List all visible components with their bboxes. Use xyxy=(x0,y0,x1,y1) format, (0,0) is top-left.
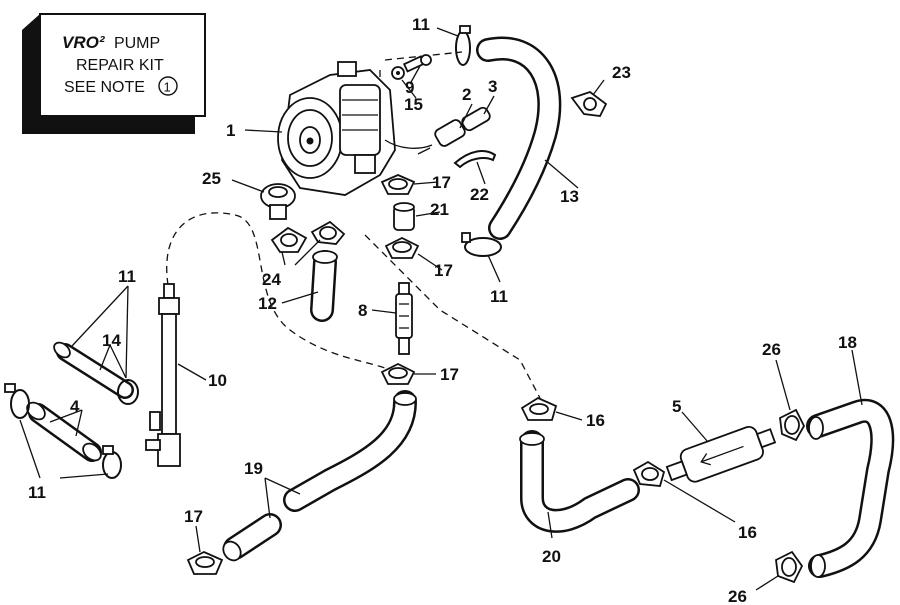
callout-26-upper: 26 xyxy=(762,340,781,359)
callout-19: 19 xyxy=(244,459,263,478)
callout-20: 20 xyxy=(542,547,561,566)
hose-clamp-26-upper xyxy=(779,408,806,442)
hose-clamps-24 xyxy=(270,220,346,253)
callout-labels: 1 2 3 4 5 8 9 10 11 11 11 11 12 13 14 15… xyxy=(28,15,857,605)
tube-21 xyxy=(393,202,415,231)
tubes-4 xyxy=(26,401,102,462)
callout-18: 18 xyxy=(838,333,857,352)
note-line3: SEE NOTE xyxy=(64,79,145,96)
hose-clamp-17-d xyxy=(186,551,224,575)
screw xyxy=(402,54,432,73)
fuel-filter-5 xyxy=(665,426,777,483)
hose-20 xyxy=(519,430,640,533)
callout-4: 4 xyxy=(70,397,80,416)
callout-2: 2 xyxy=(462,85,471,104)
hose-clamp-17-a xyxy=(380,174,416,195)
hose-clamp-23 xyxy=(570,90,608,117)
callout-14: 14 xyxy=(102,331,121,350)
hose-clamp-17-c xyxy=(380,362,416,385)
callout-26-lower: 26 xyxy=(728,587,747,605)
callout-16-upper: 16 xyxy=(586,411,605,430)
callout-8: 8 xyxy=(358,301,367,320)
callout-5: 5 xyxy=(672,397,681,416)
hose-clamp-16-upper xyxy=(520,396,558,421)
inline-filter-8 xyxy=(395,282,413,355)
wire-clip xyxy=(453,150,497,169)
callout-10: 10 xyxy=(208,371,227,390)
hose-clamp-11-top xyxy=(455,25,471,66)
hose-clamp-11-mid xyxy=(461,232,502,257)
hose-clamp-17-b xyxy=(384,236,420,259)
note-line2: REPAIR KIT xyxy=(76,57,164,74)
hose-19 xyxy=(222,390,417,562)
callout-21: 21 xyxy=(430,200,449,219)
callout-22: 22 xyxy=(470,185,489,204)
fuel-pump xyxy=(277,61,433,196)
hose-13 xyxy=(476,36,562,240)
callout-23: 23 xyxy=(612,63,631,82)
note-line1: PUMP xyxy=(114,35,160,52)
callout-16-lower: 16 xyxy=(738,523,757,542)
callout-24: 24 xyxy=(262,270,281,289)
hose-clamp-16-lower xyxy=(632,460,666,487)
callout-11-mid: 11 xyxy=(490,287,508,306)
callout-17-c: 17 xyxy=(440,365,459,384)
callout-1: 1 xyxy=(226,121,235,140)
fuel-pipe-10 xyxy=(145,283,181,467)
fitting-25 xyxy=(260,183,296,220)
note-number: 1 xyxy=(164,80,171,95)
callout-11-bottom: 11 xyxy=(28,483,46,502)
svg-text:VRO² PUMP: VRO² PUMP xyxy=(62,33,160,52)
callout-25: 25 xyxy=(202,169,221,188)
connectors-14 xyxy=(53,341,139,405)
callout-9: 9 xyxy=(405,78,414,97)
callout-11-top: 11 xyxy=(412,15,430,34)
hose-clamps-11-left xyxy=(4,383,122,479)
leader-lines xyxy=(19,27,863,591)
callout-15: 15 xyxy=(404,95,423,114)
hose-12 xyxy=(310,250,338,322)
callout-17-a: 17 xyxy=(432,173,451,192)
note-brand: VRO² xyxy=(62,33,106,52)
repair-kit-note-box: VRO² PUMP REPAIR KIT SEE NOTE 1 xyxy=(22,13,206,134)
callout-17-d: 17 xyxy=(184,507,203,526)
callout-13: 13 xyxy=(560,187,579,206)
callout-12: 12 xyxy=(258,294,277,313)
fuel-fitting xyxy=(417,106,491,155)
washer xyxy=(391,66,405,80)
callout-17-b: 17 xyxy=(434,261,453,280)
callout-11-left: 11 xyxy=(118,267,136,286)
callout-3: 3 xyxy=(488,77,497,96)
hose-18 xyxy=(806,398,895,578)
hose-clamp-26-lower xyxy=(775,550,804,584)
